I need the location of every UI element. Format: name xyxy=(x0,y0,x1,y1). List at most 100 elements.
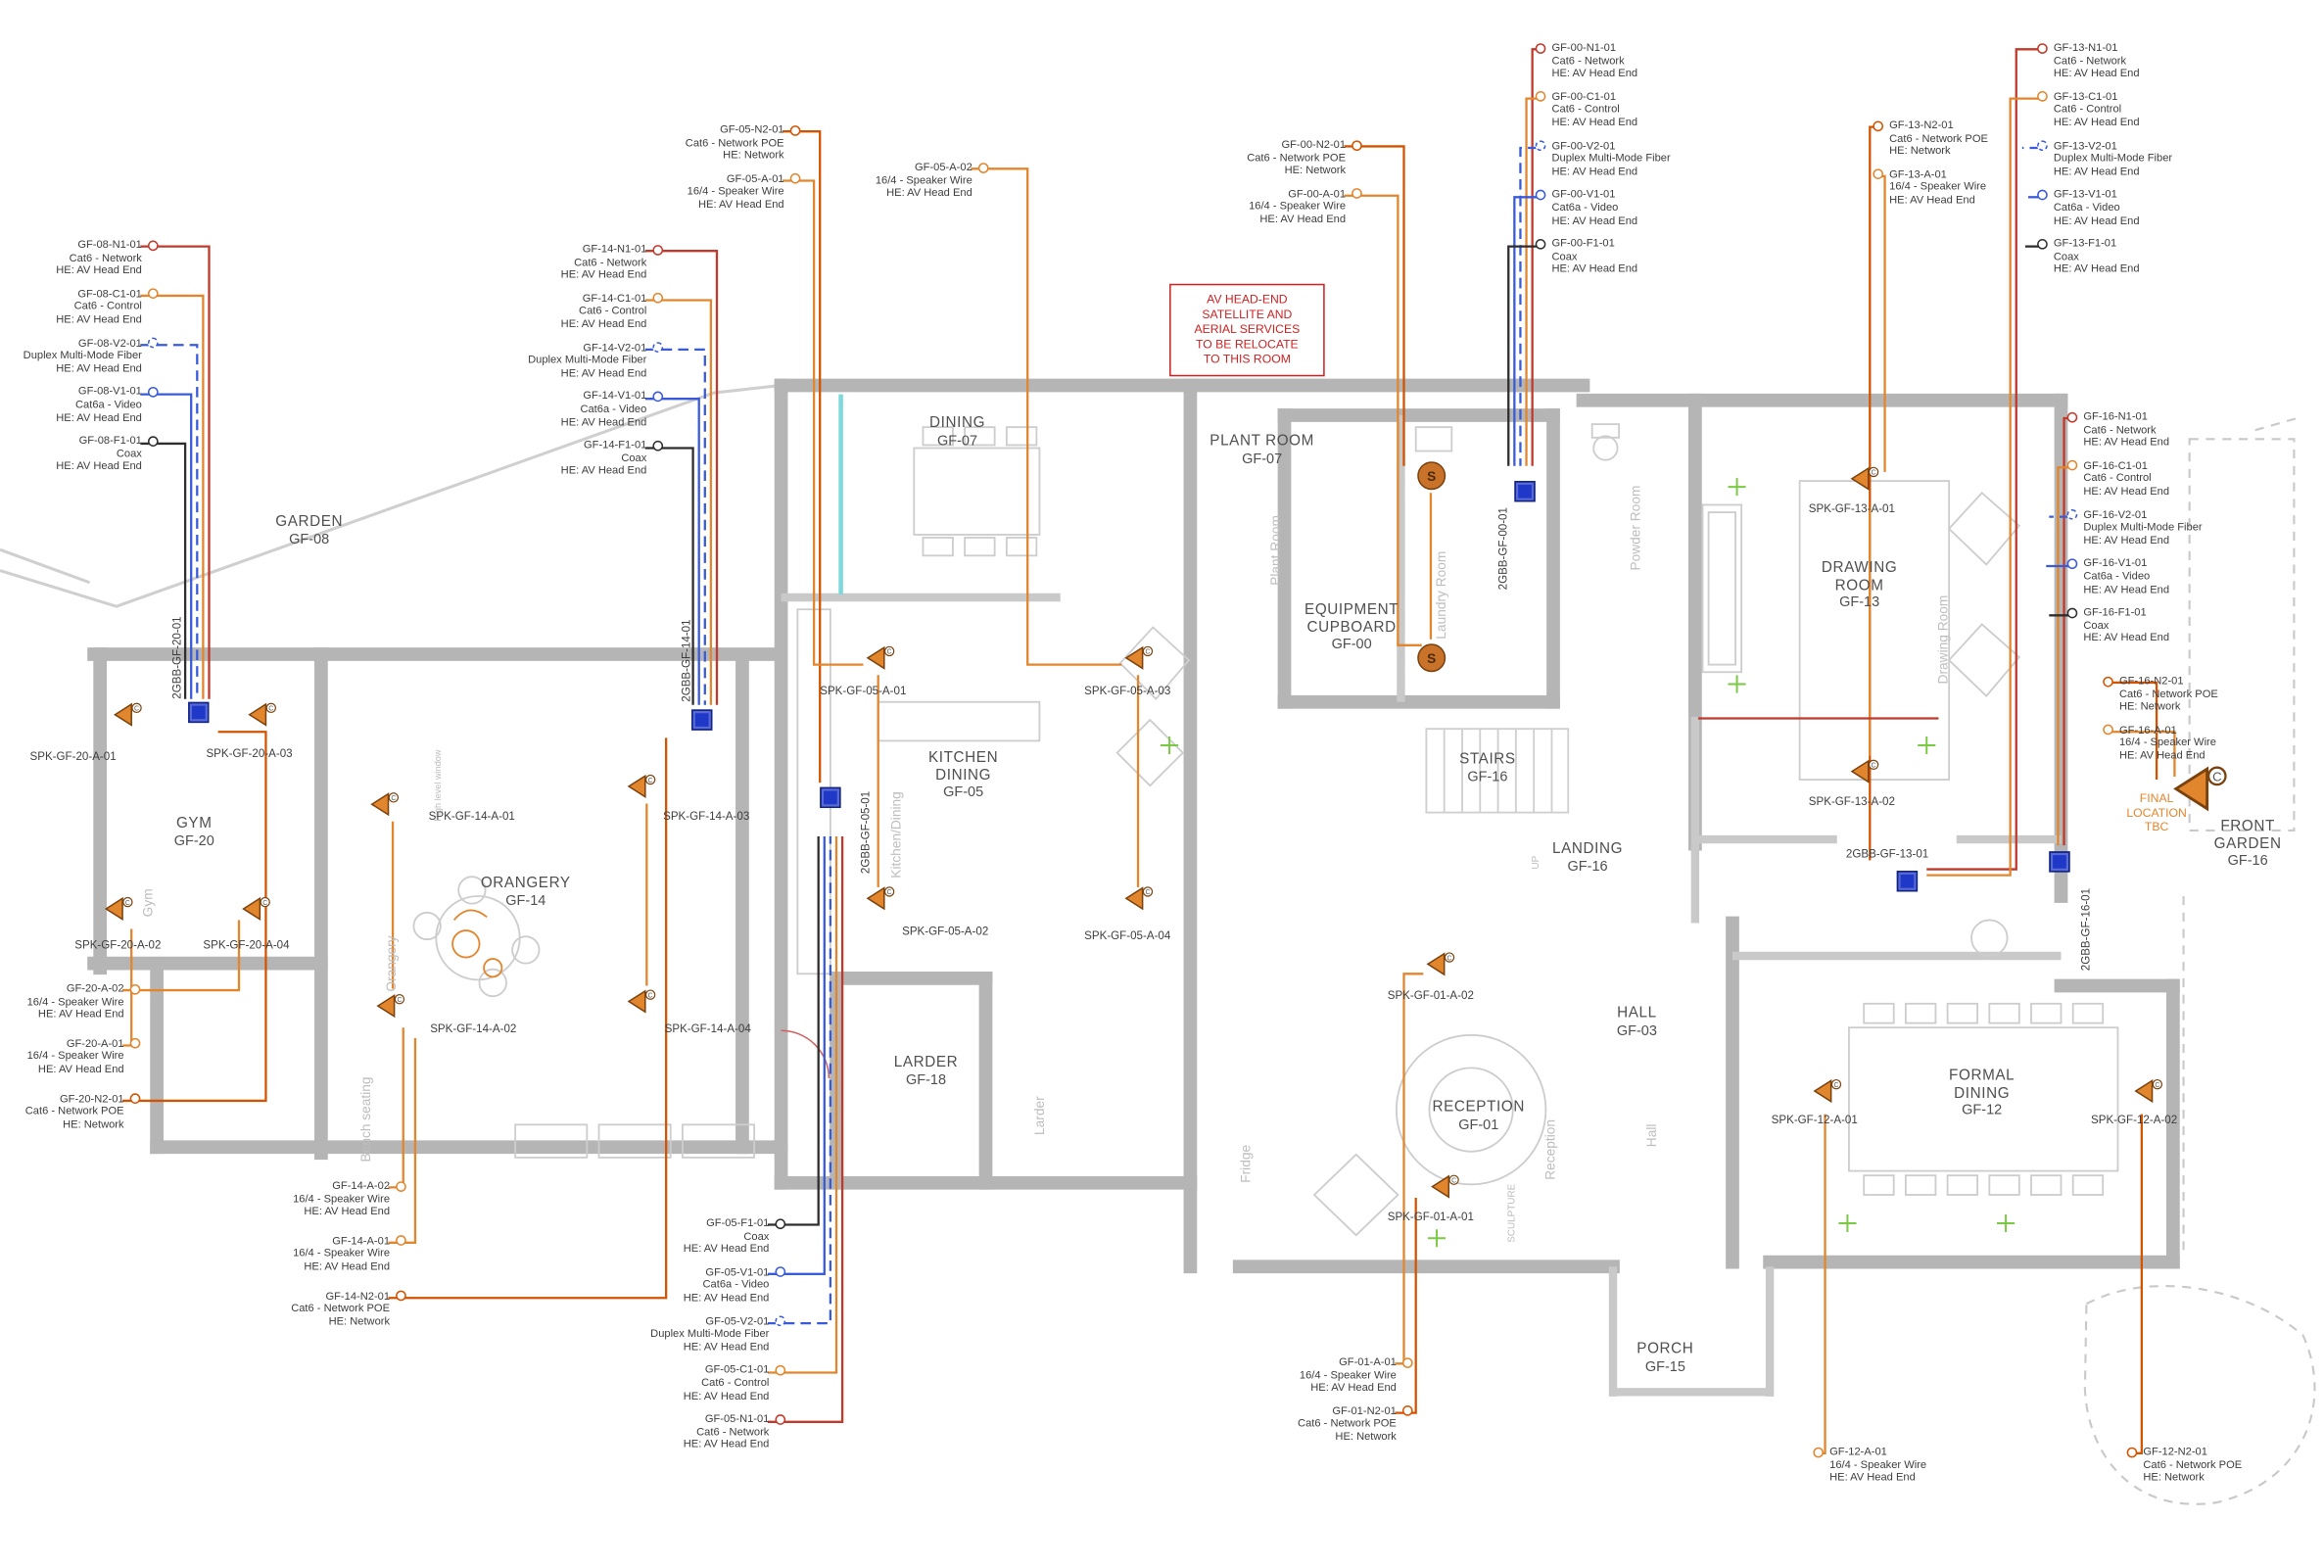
connector-dot xyxy=(129,983,141,994)
svg-text:C: C xyxy=(2155,1082,2159,1089)
svg-text:C: C xyxy=(262,900,267,907)
callout-line: GF-08-F1-01 xyxy=(78,433,142,448)
callout-line: Cat6a - Video xyxy=(702,1277,770,1292)
speaker-label: SPK-GF-01-A-01 xyxy=(1387,1210,1474,1223)
connector-dot xyxy=(775,1364,786,1376)
callout-line: 16/4 - Speaker Wire xyxy=(687,184,784,198)
connector-dot xyxy=(775,1413,786,1425)
area-label: Larder xyxy=(1031,1096,1048,1135)
callout-line: GF-00-N2-01 xyxy=(1281,137,1347,152)
callout-line: Coax xyxy=(2053,249,2079,262)
speaker-label: SPK-GF-14-A-01 xyxy=(428,809,515,824)
speaker-icon-SPK-GF-14-A-02: C xyxy=(376,993,406,1019)
callout-line: HE: AV Head End xyxy=(2053,164,2140,178)
speaker-label: SPK-GF-14-A-04 xyxy=(664,1022,751,1035)
speaker-label: SPK-GF-13-A-02 xyxy=(1808,794,1895,809)
relocation-note-line: SATELLITE AND xyxy=(1202,308,1293,321)
callout-line: GF-16-C1-01 xyxy=(2083,457,2148,472)
callout-line: HE: Network xyxy=(1284,163,1347,177)
wire-gf13r-control xyxy=(1926,97,2041,877)
door-swing xyxy=(781,1029,830,1079)
callout-line: GF-14-F1-01 xyxy=(584,438,647,451)
connector-dot xyxy=(2103,676,2113,687)
callout-line: Coax xyxy=(743,1228,770,1243)
connector-dot xyxy=(147,288,159,300)
callout-line: GF-05-V1-01 xyxy=(705,1264,770,1279)
callout-line: HE: Network xyxy=(328,1313,391,1328)
callout-line: Cat6 - Control xyxy=(579,304,647,317)
keypad-label: 2GBB-GF-20-01 xyxy=(169,616,184,699)
callout-line: GF-14-N1-01 xyxy=(582,242,647,256)
callout-line: HE: Network xyxy=(723,148,784,162)
room-name: PLANT ROOM xyxy=(1209,433,1314,451)
room-name: FRONT GARDEN xyxy=(2213,818,2282,853)
speaker-icon-SPK-GF-05-A-04: C xyxy=(1124,885,1155,911)
room-id: GF-03 xyxy=(1616,1022,1657,1039)
speaker-icon-SPK-GF-20-A-01: C xyxy=(114,702,143,728)
callout-line: GF-01-N2-01 xyxy=(1332,1403,1397,1417)
connector-dot xyxy=(789,124,801,136)
area-label: Drawing Room xyxy=(1935,594,1951,685)
wire-gf16-control xyxy=(2057,466,2070,846)
svg-text:C: C xyxy=(134,706,139,713)
speaker-icon-SPK-GF-20-A-03: C xyxy=(248,702,278,728)
room-id: GF-18 xyxy=(905,1071,947,1088)
callout-line: Cat6a - Video xyxy=(1551,200,1619,214)
callout-line: Duplex Multi-Mode Fiber xyxy=(650,1326,770,1341)
callout-line: HE: AV Head End xyxy=(683,1388,770,1402)
callout-line: HE: AV Head End xyxy=(683,1339,770,1354)
room-id: GF-00 xyxy=(1331,636,1372,653)
keypad-label: 2GBB-GF-00-01 xyxy=(1496,507,1510,591)
callout-line: HE: AV Head End xyxy=(2083,484,2170,498)
callout-line: GF-05-V2-01 xyxy=(705,1313,770,1328)
speaker-label: SPK-GF-12-A-01 xyxy=(1771,1113,1858,1126)
callout-line: HE: AV Head End xyxy=(2118,747,2205,762)
connector-dot xyxy=(1535,42,1546,54)
callout-line: 16/4 - Speaker Wire xyxy=(1889,179,1987,194)
connector-dot xyxy=(396,1290,406,1302)
callout-line: 16/4 - Speaker Wire xyxy=(2118,735,2216,749)
callout-line: Cat6a - Video xyxy=(75,397,142,411)
connector-dot xyxy=(1535,189,1546,201)
callout-line: HE: AV Head End xyxy=(1310,1380,1397,1395)
callout-line: HE: AV Head End xyxy=(2053,115,2140,129)
callout-line: 16/4 - Speaker Wire xyxy=(293,1246,391,1260)
area-label: Gym xyxy=(140,888,156,918)
room-name: DRAWING ROOM xyxy=(1821,559,1898,594)
callout-line: Cat6 - Network xyxy=(2083,421,2157,436)
relocation-note-line: TO THIS ROOM xyxy=(1203,352,1291,366)
callout-line: GF-16-F1-01 xyxy=(2083,604,2147,619)
speaker-label: SPK-GF-20-A-01 xyxy=(29,749,117,764)
